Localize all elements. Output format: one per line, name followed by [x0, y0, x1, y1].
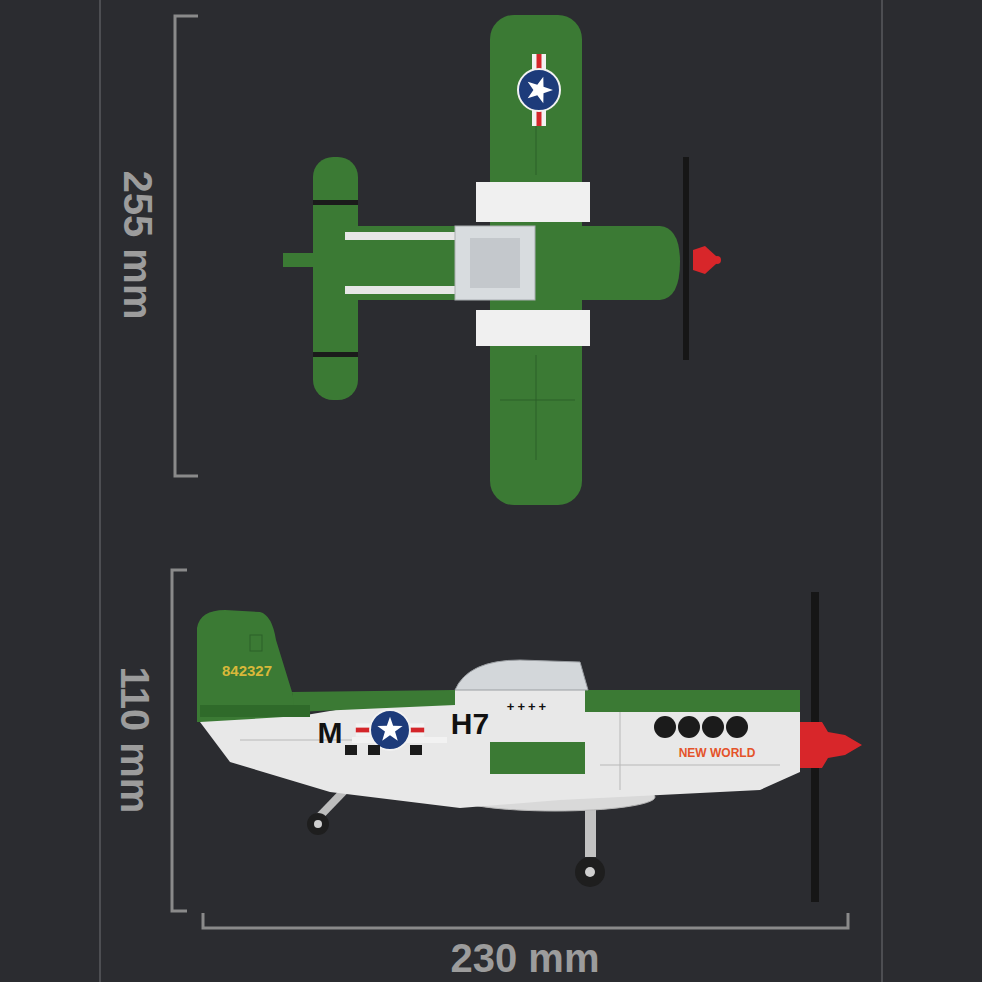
top-view-plane	[455, 226, 535, 300]
serial-number: 842327	[222, 663, 272, 678]
dimension-label: 110 mm	[115, 667, 155, 814]
side-view-plane	[654, 716, 676, 738]
side-view-plane	[345, 745, 357, 755]
side-view-plane	[240, 712, 780, 790]
top-view-plane	[313, 200, 358, 205]
top-view-plane	[500, 400, 575, 401]
side-view-plane	[600, 765, 780, 766]
side-view-plane	[800, 722, 862, 768]
dimension-bracket	[172, 16, 848, 928]
dimension-bracket	[172, 570, 187, 911]
top-view-plane	[330, 226, 680, 300]
side-view-plane	[490, 742, 585, 774]
side-view-plane	[292, 690, 455, 712]
side-view-plane	[356, 710, 424, 750]
top-view-plane	[476, 182, 590, 222]
kill-marks: ++++	[507, 700, 549, 713]
nose-art-name: NEW WORLD	[679, 747, 756, 759]
top-view-plane	[470, 238, 520, 288]
side-view-plane	[250, 635, 262, 651]
dimension-label: 255 mm	[118, 171, 158, 320]
top-view-plane	[536, 355, 537, 460]
side-view-plane	[410, 745, 422, 755]
top-view-plane	[693, 246, 716, 274]
top-view-plane	[536, 120, 537, 175]
side-view-plane	[314, 820, 322, 828]
side-view-plane	[702, 716, 724, 738]
frame-line	[99, 0, 101, 982]
side-view-plane	[197, 592, 862, 902]
fuselage-code: M	[318, 718, 343, 748]
top-view-plane	[313, 352, 358, 357]
side-view-plane	[620, 712, 621, 790]
side-view-plane	[307, 813, 329, 835]
top-view-plane	[283, 253, 328, 267]
dimension-bracket	[175, 16, 198, 476]
side-view-plane	[368, 745, 380, 755]
top-view-plane	[345, 232, 455, 240]
frame-line	[100, 0, 882, 982]
side-view-plane	[585, 690, 800, 712]
side-view-plane	[455, 660, 588, 690]
side-view-plane	[678, 716, 700, 738]
side-view-plane	[200, 705, 310, 717]
fuselage-code: H7	[451, 709, 489, 739]
top-view-plane	[683, 157, 689, 360]
top-view-plane	[476, 310, 590, 346]
side-view-plane	[585, 867, 595, 877]
top-view-plane	[713, 256, 721, 264]
dimension-label: 230 mm	[451, 938, 600, 978]
top-view-plane	[345, 286, 455, 294]
side-view-plane	[726, 716, 748, 738]
side-view-plane	[575, 857, 605, 887]
side-view-plane	[200, 690, 800, 808]
dimension-bracket	[203, 913, 848, 928]
top-view-plane	[283, 15, 721, 505]
top-view-plane	[518, 54, 560, 126]
frame-line	[881, 0, 883, 982]
